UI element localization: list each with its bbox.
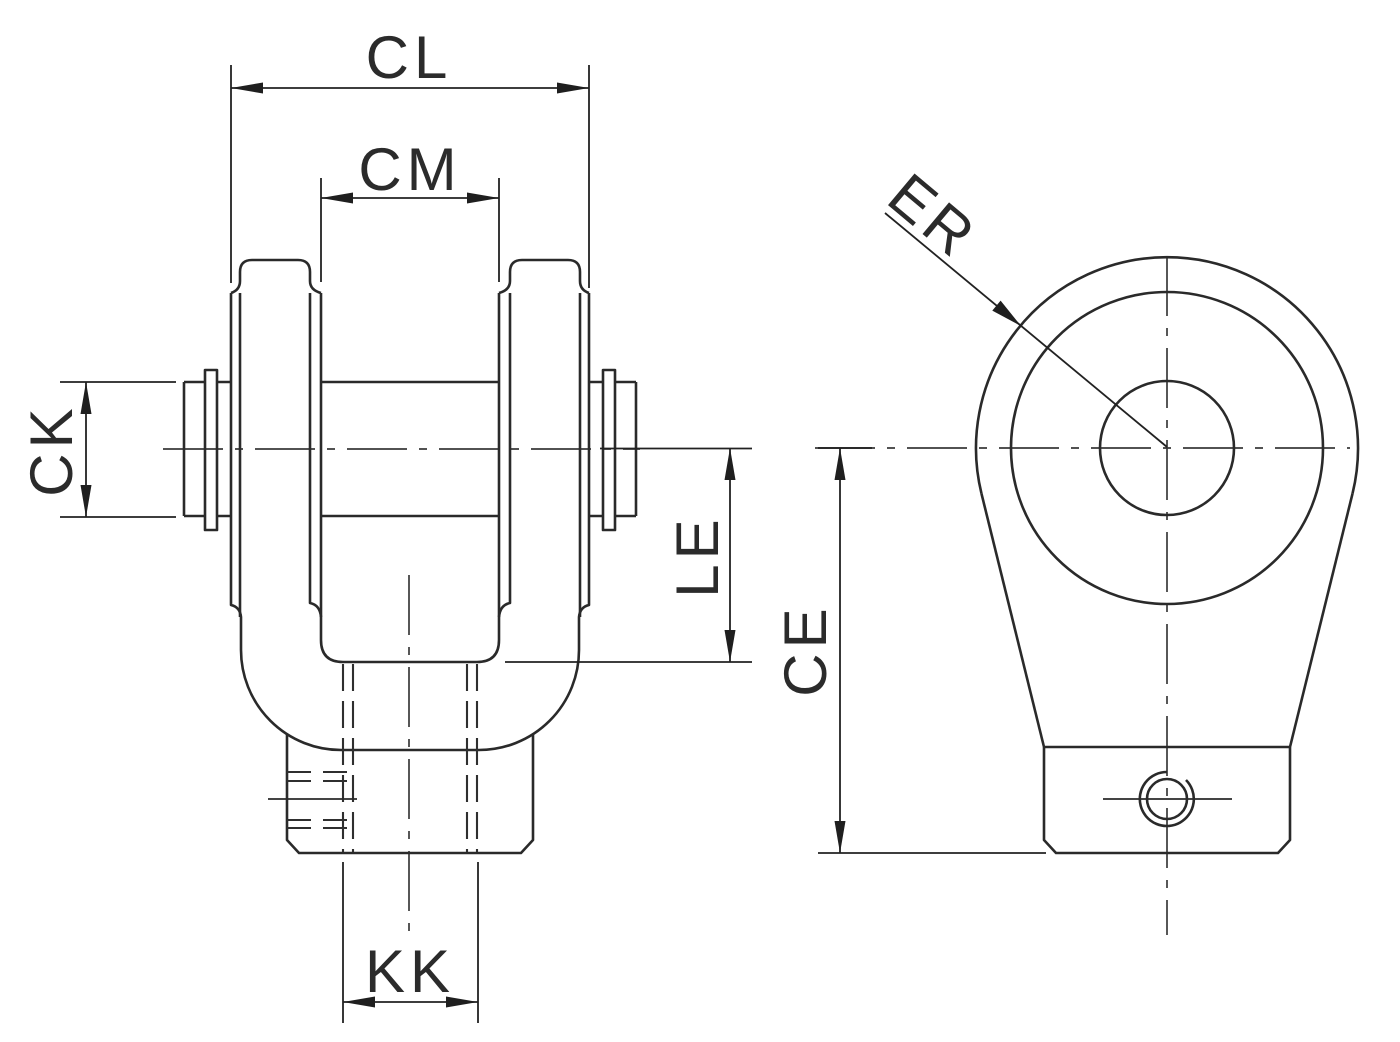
dim-CK: CK: [18, 381, 176, 518]
dim-CE: CE: [772, 447, 1046, 854]
left-arm-inner-rib-line: [308, 293, 323, 618]
dim-CM-arrow-right: [467, 192, 499, 204]
dim-CK-extension-lines: [60, 381, 176, 518]
dim-CM-arrow-left: [321, 192, 353, 204]
dim-CL: CL: [230, 24, 590, 288]
right-retaining-ring: [601, 368, 617, 532]
dim-CL-extension-lines: [230, 65, 590, 288]
threaded-boss: [285, 734, 535, 855]
dim-CE-arrow-bottom: [834, 821, 846, 853]
eye-hub-circle: [1009, 290, 1325, 606]
dim-label-ER: ER: [876, 161, 991, 272]
dim-KK-extension-lines: [342, 862, 479, 1023]
dim-label-CM: CM: [358, 136, 461, 203]
dim-LE: LE: [505, 447, 752, 663]
dim-label-CE: CE: [772, 603, 839, 696]
fork-bottom-arc: [239, 649, 581, 752]
dim-label-KK: KK: [365, 938, 455, 1005]
dim-LE-arrow-top: [724, 448, 736, 480]
dim-CK-arrow-top: [80, 382, 92, 414]
internal-thread-hidden-lines: [268, 664, 479, 852]
dim-CK-arrow-bottom: [80, 485, 92, 517]
eye-pin-hole: [1098, 379, 1236, 517]
dim-label-CL: CL: [366, 24, 453, 91]
dim-KK: KK: [342, 862, 479, 1023]
right-arm-inner-rib-line: [497, 293, 512, 618]
rod-eye-side-view: ER CE: [772, 161, 1360, 935]
dim-KK-arrow-left: [343, 996, 375, 1008]
left-retaining-ring: [203, 368, 219, 532]
dim-CL-arrow-right: [557, 82, 589, 94]
dim-label-CK: CK: [18, 403, 85, 496]
dim-CL-arrow-left: [231, 82, 263, 94]
dim-CE-arrow-top: [834, 448, 846, 480]
right-arm-cap: [498, 258, 590, 295]
dim-ER-leader: [884, 212, 1168, 448]
eye-head-outer-arc: [974, 255, 1360, 495]
dim-label-LE: LE: [664, 514, 731, 597]
left-arm-cap: [230, 258, 322, 295]
dim-ER: ER: [876, 161, 1168, 448]
dim-ER-arrowhead: [992, 300, 1021, 326]
dim-CM: CM: [320, 136, 500, 282]
base-thread-hole: [1103, 770, 1232, 828]
eye-base-block: [1042, 745, 1292, 855]
eye-taper-right: [1288, 493, 1354, 748]
eye-taper-left: [980, 493, 1046, 748]
dim-KK-arrow-right: [446, 996, 478, 1008]
dim-CM-extension-lines: [320, 178, 500, 282]
dim-LE-arrow-bottom: [724, 630, 736, 662]
clevis-front-view: CL CM CK LE: [18, 24, 752, 1023]
clevis-slot-bottom: [319, 639, 501, 664]
